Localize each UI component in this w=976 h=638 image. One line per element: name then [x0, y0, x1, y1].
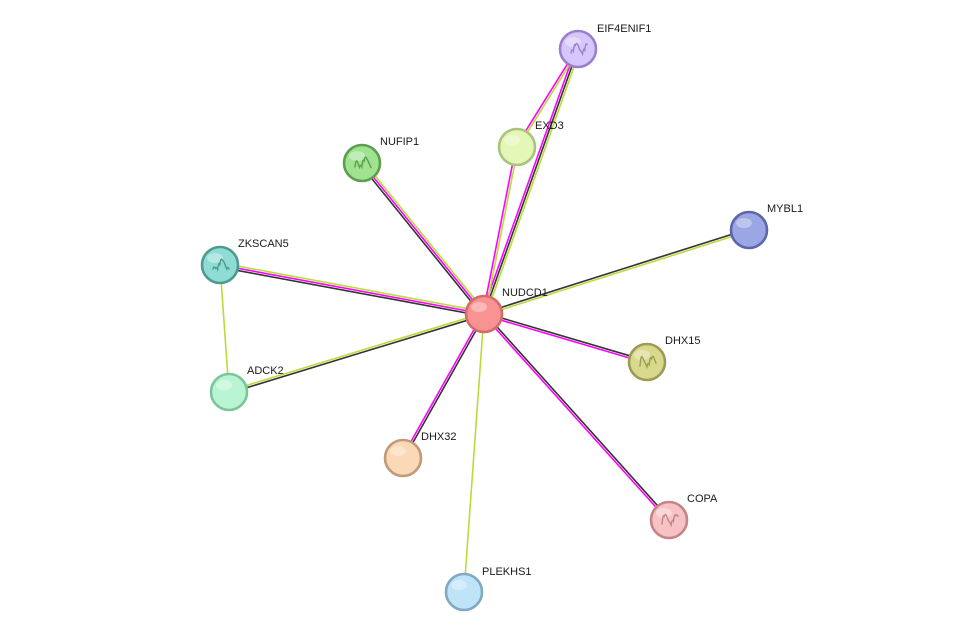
edge-evidence-line	[401, 313, 484, 458]
node-eif4enif1[interactable]: EIF4ENIF1	[558, 23, 651, 69]
edge-evidence-line	[220, 262, 485, 313]
node-circle[interactable]	[558, 29, 598, 69]
node-zkscan5[interactable]: ZKSCAN5	[200, 238, 289, 285]
node-circle[interactable]	[649, 500, 689, 540]
edge-evidence-line	[359, 163, 483, 316]
edge-evidence-line	[219, 264, 485, 315]
edge-nudcd1-dhx15	[483, 312, 648, 364]
node-dhx32[interactable]: DHX32	[383, 431, 456, 478]
node-label: ZKSCAN5	[238, 238, 289, 250]
node-plekhs1[interactable]: PLEKHS1	[444, 566, 532, 612]
node-circle[interactable]	[464, 294, 504, 334]
node-exd3[interactable]: EXD3	[497, 120, 564, 167]
edge-zkscan5-adck2	[219, 264, 230, 393]
node-highlight	[390, 446, 406, 456]
node-label: EXD3	[535, 120, 564, 132]
node-circle[interactable]	[627, 342, 667, 382]
node-label: COPA	[687, 493, 718, 505]
edge-nudcd1-exd3	[482, 146, 519, 315]
edge-evidence-line	[363, 161, 487, 314]
node-highlight	[216, 380, 232, 390]
node-label: ADCK2	[247, 365, 284, 377]
edge-evidence-line	[484, 230, 750, 316]
node-label: MYBL1	[767, 203, 803, 215]
edge-evidence-line	[228, 312, 484, 392]
node-circle[interactable]	[444, 572, 484, 612]
node-circle[interactable]	[729, 210, 769, 250]
protein-structure-icon	[570, 42, 588, 57]
edge-evidence-line	[361, 162, 485, 315]
nodes-layer: NUDCD1 EIF4ENIF1EXD3NUFIP1MYBL1ZKSCAN5ADC…	[200, 23, 803, 612]
edge-nudcd1-zkscan5	[219, 262, 485, 317]
node-highlight	[207, 253, 223, 263]
edge-evidence-line	[485, 49, 581, 316]
protein-structure-icon	[212, 258, 230, 273]
node-dhx15[interactable]: DHX15	[627, 335, 700, 382]
edge-evidence-line	[481, 47, 577, 314]
edge-evidence-line	[483, 228, 749, 314]
node-nufip1[interactable]: NUFIP1	[342, 136, 419, 183]
edge-evidence-line	[219, 266, 484, 317]
node-mybl1[interactable]: MYBL1	[729, 203, 803, 250]
node-highlight	[656, 508, 672, 518]
node-circle[interactable]	[497, 127, 537, 167]
edge-evidence-line	[482, 146, 517, 314]
node-highlight	[451, 580, 467, 590]
node-label: DHX15	[665, 335, 700, 347]
edge-evidence-line	[229, 314, 485, 394]
node-highlight	[736, 218, 752, 228]
protein-structure-icon	[354, 156, 372, 170]
edge-nudcd1-nufip1	[359, 161, 487, 316]
edge-evidence-line	[483, 314, 647, 364]
node-label: EIF4ENIF1	[597, 23, 651, 35]
node-nudcd1[interactable]: NUDCD1	[464, 287, 548, 334]
node-highlight	[504, 135, 520, 145]
edge-nudcd1-dhx32	[401, 313, 486, 459]
edge-evidence-line	[483, 48, 579, 315]
node-copa[interactable]: COPA	[649, 493, 718, 540]
edge-evidence-line	[463, 313, 485, 593]
node-label: NUDCD1	[502, 287, 548, 299]
node-label: PLEKHS1	[482, 566, 532, 578]
node-circle[interactable]	[209, 372, 249, 412]
edge-evidence-line	[484, 312, 648, 362]
node-label: NUFIP1	[380, 136, 419, 148]
edge-evidence-line	[403, 314, 486, 459]
edge-nudcd1-plekhs1	[463, 313, 485, 593]
edge-nudcd1-adck2	[228, 312, 485, 394]
edge-evidence-line	[219, 264, 230, 393]
edge-nudcd1-eif4enif1	[481, 47, 581, 316]
edge-nudcd1-mybl1	[483, 228, 750, 316]
node-adck2[interactable]: ADCK2	[209, 365, 284, 412]
node-label: DHX32	[421, 431, 456, 443]
edge-nudcd1-copa	[482, 312, 671, 522]
edge-evidence-line	[482, 314, 669, 522]
node-highlight	[634, 350, 650, 360]
node-circle[interactable]	[383, 438, 423, 478]
protein-structure-icon	[661, 513, 679, 528]
node-highlight	[349, 151, 365, 161]
edge-evidence-line	[484, 147, 519, 315]
edge-evidence-line	[484, 312, 671, 520]
protein-structure-icon	[639, 355, 657, 370]
node-highlight	[471, 302, 487, 312]
